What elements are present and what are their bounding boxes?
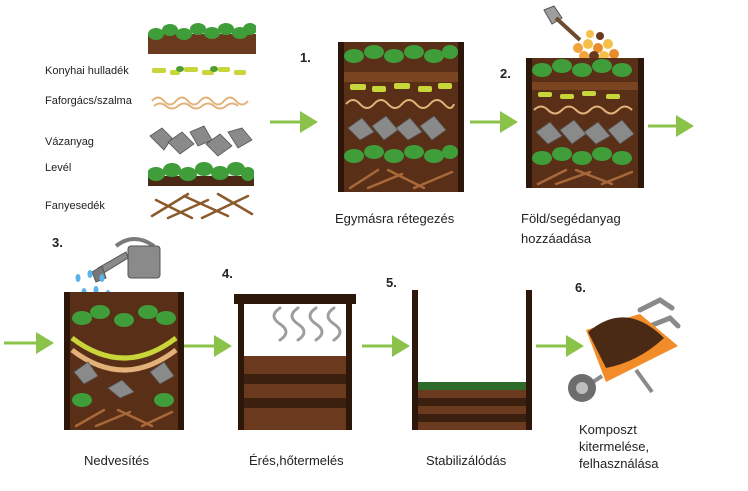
arrow-to-step-1 — [270, 111, 318, 133]
wood-chips-swatch — [151, 96, 249, 110]
step-5-number: 5. — [386, 275, 397, 290]
step-4-caption: Érés,hőtermelés — [249, 453, 344, 468]
step-2-caption-line2: hozzáadása — [521, 231, 592, 246]
step-5-bin — [412, 290, 532, 430]
step-6-caption-line3: felhasználása — [579, 456, 659, 471]
kitchen-waste-swatch — [152, 66, 246, 75]
step-3-number: 3. — [52, 235, 63, 250]
legend-label-kitchen-waste: Konyhai hulladék — [45, 65, 129, 77]
shovel-with-soil-icon — [543, 5, 619, 61]
step-6-caption-line1: Komposzt — [579, 422, 637, 437]
leaves-swatch — [148, 162, 254, 186]
step-1-bin — [338, 42, 464, 192]
prunings-swatch — [150, 192, 254, 220]
arrow-to-step-2 — [470, 111, 518, 133]
arrow-to-step-4 — [184, 335, 232, 357]
arrow-to-step-5 — [362, 335, 410, 357]
wheelbarrow-icon — [568, 297, 681, 402]
arrow-into-step-3 — [4, 332, 54, 354]
step-1-number: 1. — [300, 50, 311, 65]
step-4-number: 4. — [222, 266, 233, 281]
legend-label-leaves: Levél — [45, 162, 72, 174]
step-6-number: 6. — [575, 280, 586, 295]
legend-sample-top — [148, 23, 256, 54]
bulking-material-swatch — [149, 125, 253, 157]
legend-label-prunings: Fanyesedék — [45, 200, 105, 212]
step-2-bin — [526, 58, 644, 188]
step-4-bin — [234, 294, 356, 430]
step-5-caption: Stabilizálódás — [426, 453, 507, 468]
step-1-caption: Egymásra rétegezés — [335, 211, 455, 226]
legend-label-wood-chips: Faforgács/szalma — [45, 95, 132, 107]
arrow-to-step-6 — [536, 335, 584, 357]
step-3-bin — [64, 292, 184, 430]
step-3-caption: Nedvesítés — [84, 453, 150, 468]
legend-label-bulking-material: Vázanyag — [45, 136, 94, 148]
step-2-number: 2. — [500, 66, 511, 81]
step-2-caption-line1: Föld/segédanyag — [521, 211, 621, 226]
step-6-caption-line2: kitermelése, — [579, 439, 650, 454]
arrow-to-step-3 — [648, 115, 694, 137]
